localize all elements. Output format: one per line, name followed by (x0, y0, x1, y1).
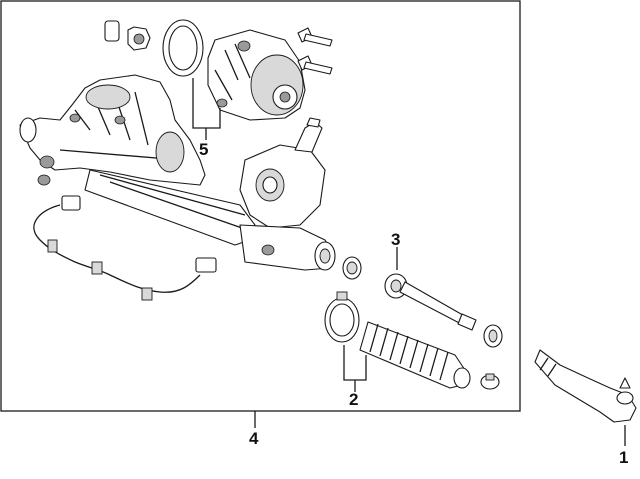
wiring-harness (33, 195, 217, 301)
leader-lines (192, 78, 626, 446)
nut-and-washer (104, 20, 151, 51)
rack-seal-ring (342, 256, 362, 280)
pinion-valve-body (239, 117, 326, 229)
callout-2: 2 (349, 390, 358, 409)
motor-o-ring (162, 19, 204, 77)
motor-bolts (297, 27, 333, 75)
callout-1: 1 (619, 448, 628, 467)
inner-tie-rod (384, 273, 477, 331)
steering-gear-housing (19, 74, 256, 246)
callout-5: 5 (199, 140, 208, 159)
callout-3: 3 (391, 230, 400, 249)
rack-end-tube (239, 224, 336, 271)
assist-motor (207, 29, 306, 121)
tie-rod-ring (483, 324, 503, 348)
assembly-frame (0, 0, 521, 412)
rack-boot (359, 321, 471, 389)
tie-rod-end (534, 349, 637, 423)
callout-4: 4 (249, 429, 259, 448)
boot-clamp (324, 291, 360, 343)
boot-clip (480, 373, 500, 390)
